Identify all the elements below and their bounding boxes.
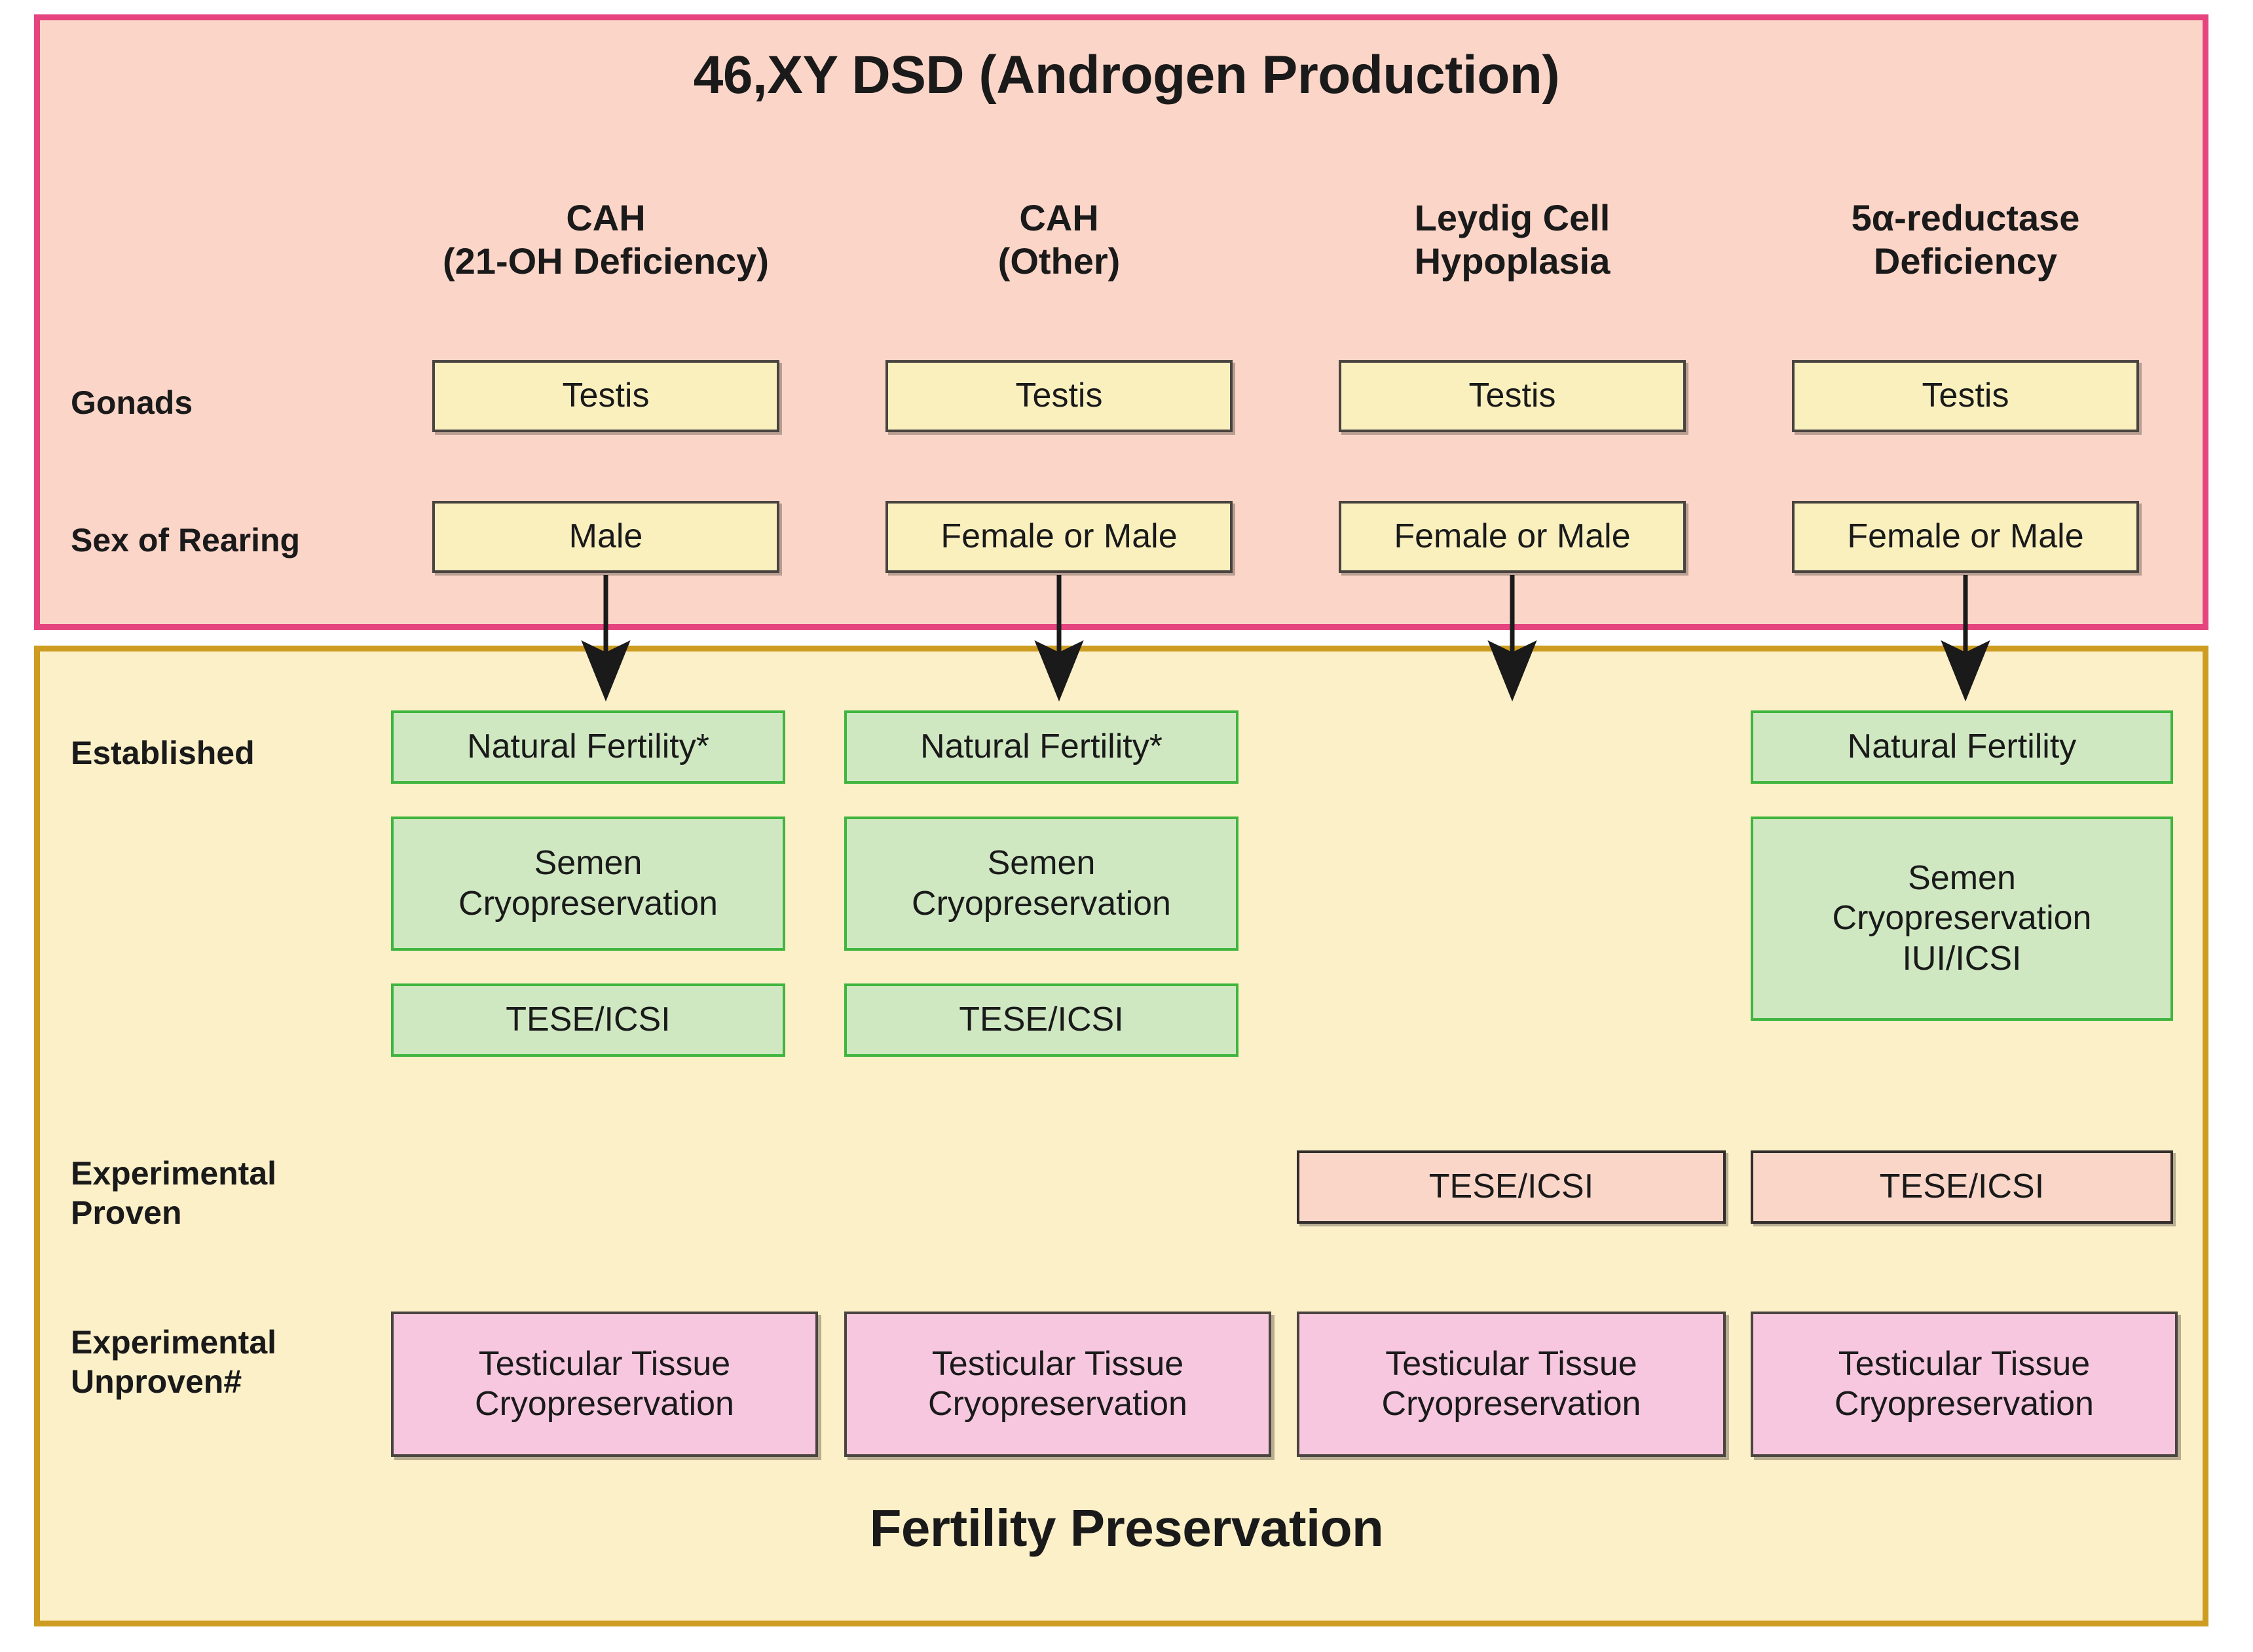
experimental-unproven-col4-testicular-tissue-cryopreservation: Testicular Tissue Cryopreservation xyxy=(1751,1312,2178,1457)
established-col2-semen-cryopreservation: Semen Cryopreservation xyxy=(844,817,1238,951)
gonads-cell-col3: Testis xyxy=(1339,360,1686,432)
established-col1-tese-icsi: TESE/ICSI xyxy=(391,983,785,1057)
sex-of-rearing-cell-col3: Female or Male xyxy=(1339,501,1686,573)
experimental-unproven-col2-testicular-tissue-cryopreservation: Testicular Tissue Cryopreservation xyxy=(844,1312,1271,1457)
gonads-cell-col1: Testis xyxy=(432,360,779,432)
row-label-established: Established xyxy=(71,735,255,771)
column-header-5a-reductase-deficiency: 5α-reductase Deficiency xyxy=(1851,197,2080,282)
established-col4-semen-cryopreservation-iui-icsi: Semen Cryopreservation IUI/ICSI xyxy=(1751,817,2173,1021)
row-label-experimental-proven: Experimental Proven xyxy=(71,1155,277,1231)
experimental-unproven-col3-testicular-tissue-cryopreservation: Testicular Tissue Cryopreservation xyxy=(1297,1312,1726,1457)
column-header-cah-other: CAH (Other) xyxy=(997,197,1121,282)
experimental-proven-col4-tese-icsi: TESE/ICSI xyxy=(1751,1150,2173,1224)
experimental-unproven-col1-testicular-tissue-cryopreservation: Testicular Tissue Cryopreservation xyxy=(391,1312,818,1457)
column-header-cah-21oh: CAH (21-OH Deficiency) xyxy=(443,197,769,282)
established-col1-semen-cryopreservation: Semen Cryopreservation xyxy=(391,817,785,951)
established-col2-natural-fertility: Natural Fertility* xyxy=(844,710,1238,784)
page-title: 46,XY DSD (Androgen Production) xyxy=(693,45,1560,105)
established-col2-tese-icsi: TESE/ICSI xyxy=(844,983,1238,1057)
established-col4-natural-fertility: Natural Fertility xyxy=(1751,710,2173,784)
row-label-gonads: Gonads xyxy=(71,384,193,421)
sex-of-rearing-cell-col2: Female or Male xyxy=(885,501,1233,573)
experimental-proven-col3-tese-icsi: TESE/ICSI xyxy=(1297,1150,1726,1224)
row-label-experimental-unproven: Experimental Unproven# xyxy=(71,1324,277,1400)
bottom-panel-title: Fertility Preservation xyxy=(869,1499,1384,1557)
row-label-sex-of-rearing: Sex of Rearing xyxy=(71,522,301,559)
sex-of-rearing-cell-col4: Female or Male xyxy=(1792,501,2139,573)
gonads-cell-col4: Testis xyxy=(1792,360,2139,432)
bottom-panel-fertility-preservation xyxy=(34,646,2208,1626)
sex-of-rearing-cell-col1: Male xyxy=(432,501,779,573)
column-header-leydig-cell-hypoplasia: Leydig Cell Hypoplasia xyxy=(1414,197,1611,282)
established-col1-natural-fertility: Natural Fertility* xyxy=(391,710,785,784)
gonads-cell-col2: Testis xyxy=(885,360,1233,432)
